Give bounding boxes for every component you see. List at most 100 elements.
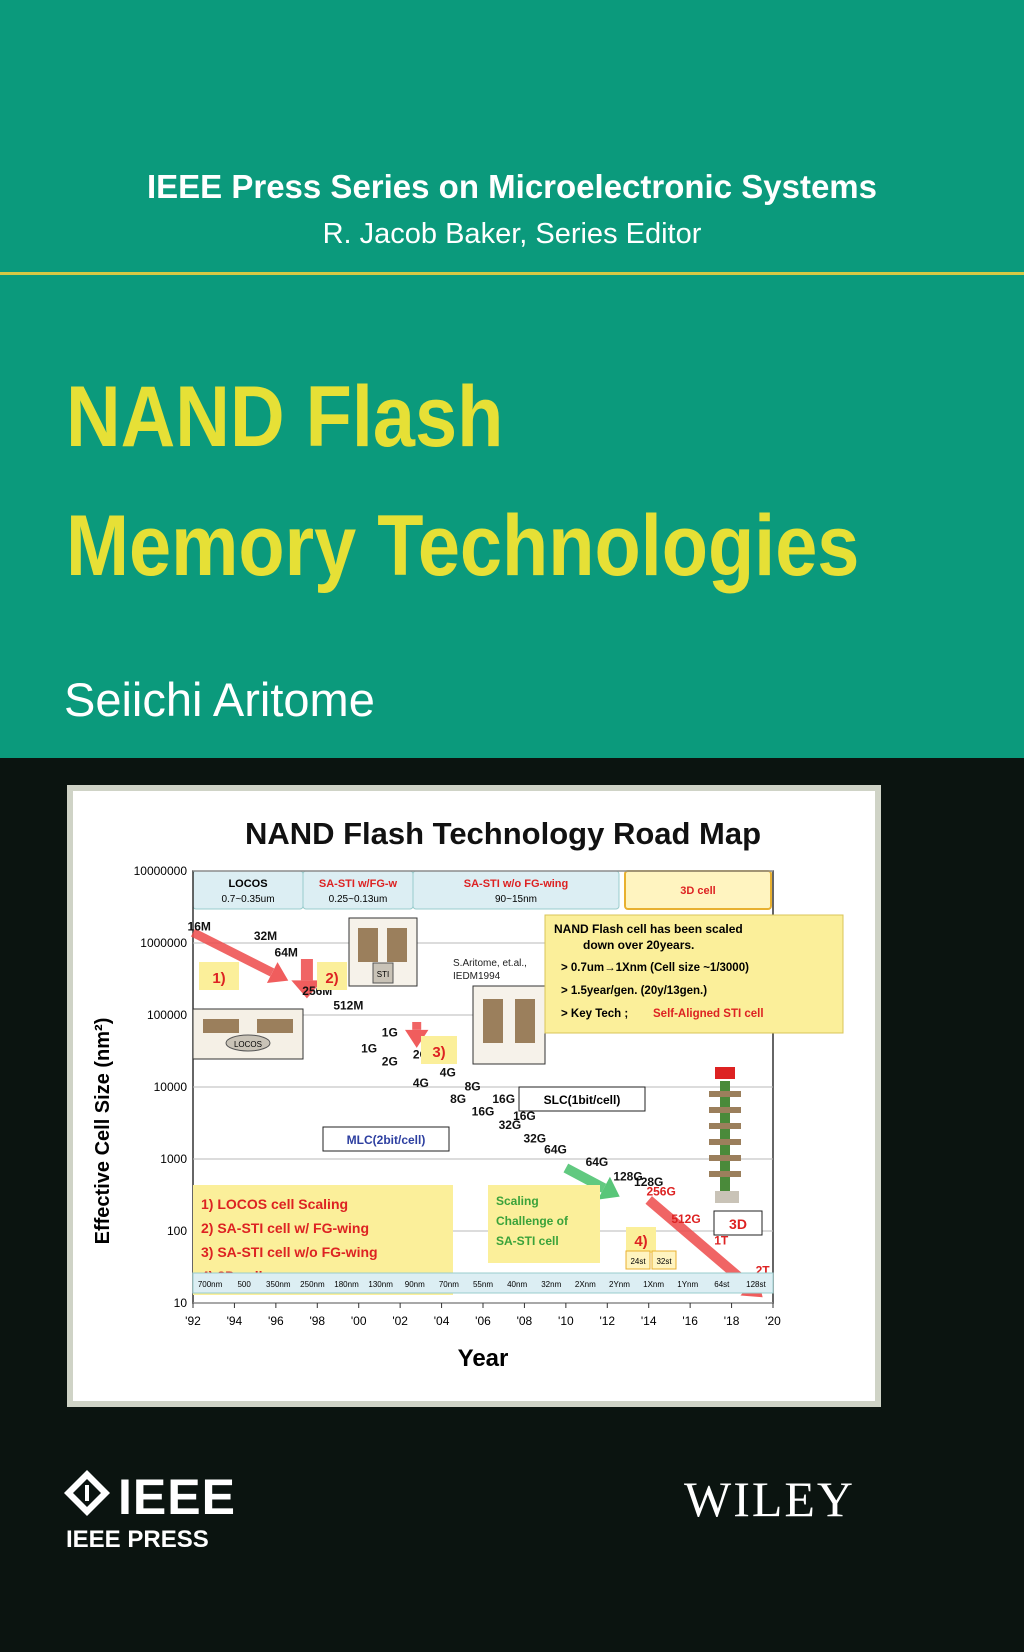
- x-tick-label: '14: [641, 1314, 657, 1328]
- x-tick-label: '00: [351, 1314, 367, 1328]
- arrow-step-1-shaft: [190, 928, 275, 977]
- node-label: 32nm: [541, 1280, 561, 1289]
- wiley-logo: WILEY: [684, 1471, 856, 1527]
- summary-line-1: NAND Flash cell has been scaled: [554, 922, 743, 936]
- x-tick-label: '16: [682, 1314, 698, 1328]
- legend-note-1: 1) LOCOS cell Scaling: [201, 1196, 348, 1212]
- y-tick-label: 10000000: [134, 864, 188, 878]
- y-tick-label: 10: [174, 1296, 188, 1310]
- node-label: 500: [237, 1280, 251, 1289]
- ieee-diamond-icon: [64, 1470, 110, 1516]
- generation-label: 16G: [472, 1105, 495, 1119]
- y-tick-label: 1000000: [140, 936, 187, 950]
- scaling-line-1: Scaling: [496, 1194, 539, 1208]
- generation-label: 16M: [188, 919, 211, 933]
- y-tick-label: 10000: [154, 1080, 188, 1094]
- node-label: 130nm: [368, 1280, 393, 1289]
- summary-line-5a: > Key Tech ;: [561, 1008, 628, 1020]
- node-label: 40nm: [507, 1280, 527, 1289]
- x-tick-label: '92: [185, 1314, 201, 1328]
- generation-label: 512G: [671, 1212, 700, 1226]
- author-name: Seiichi Aritome: [64, 673, 375, 726]
- era-sa-sti-w-name: SA-STI w/FG-w: [319, 878, 398, 890]
- generation-label: 16G: [513, 1109, 536, 1123]
- scaling-challenge-note: Scaling Challenge of SA-STI cell: [488, 1185, 600, 1263]
- generation-label: 4G: [413, 1076, 429, 1090]
- arrow-step-4-shaft: [645, 1196, 753, 1290]
- generation-label: 2G: [382, 1054, 398, 1068]
- node-label: 1Xnm: [643, 1280, 664, 1289]
- legend-note-2: 2) SA-STI cell w/ FG-wing: [201, 1220, 369, 1236]
- scaling-line-2: Challenge of: [496, 1214, 569, 1228]
- three-d-box: [713, 1210, 763, 1236]
- three-d-label: 3D: [729, 1216, 747, 1232]
- slc-box: [518, 1086, 646, 1112]
- node-label: 90nm: [405, 1280, 425, 1289]
- three-d-cell-inset: [709, 1067, 741, 1203]
- chart-title: NAND Flash Technology Road Map: [245, 816, 761, 851]
- sti-inset-label: STI: [377, 970, 389, 979]
- mlc-label: MLC(2bit/cell): [347, 1133, 426, 1147]
- generation-label: 1G: [361, 1042, 377, 1056]
- era-sa-sti-wo-range: 90~15nm: [495, 894, 537, 905]
- era-band: LOCOS 0.7~0.35um SA-STI w/FG-w 0.25~0.13…: [192, 870, 772, 910]
- stack-label: 32st: [656, 1257, 672, 1266]
- generation-label: 8G: [465, 1079, 481, 1093]
- node-label: 180nm: [334, 1280, 359, 1289]
- scaling-line-3: SA-STI cell: [496, 1234, 559, 1248]
- x-tick-label: '10: [558, 1314, 574, 1328]
- mlc-box: [322, 1126, 450, 1152]
- cover-top-panel: IEEE Press Series on Microelectronic Sys…: [0, 0, 1024, 758]
- x-tick-label: '94: [227, 1314, 243, 1328]
- y-tick-label: 1000: [160, 1152, 187, 1166]
- era-3d-name: 3D cell: [680, 885, 715, 897]
- node-label: 2Xnm: [575, 1280, 596, 1289]
- generation-label: 8G: [450, 1092, 466, 1106]
- summary-line-4: > 1.5year/gen. (20y/13gen.): [561, 985, 707, 997]
- series-title: IEEE Press Series on Microelectronic Sys…: [146, 168, 877, 205]
- generation-label: 1T: [714, 1233, 729, 1247]
- generation-label: 256G: [646, 1185, 675, 1199]
- reference-line-2: IEDM1994: [453, 971, 501, 982]
- node-label: 2Ynm: [609, 1280, 630, 1289]
- stack-box: [651, 1250, 677, 1270]
- node-label: 700nm: [198, 1280, 223, 1289]
- y-tick-label: 100: [167, 1224, 187, 1238]
- legend-note-3: 3) SA-STI cell w/o FG-wing: [201, 1244, 378, 1260]
- locos-inset-label: LOCOS: [234, 1040, 262, 1049]
- generation-label: 16G: [492, 1092, 515, 1106]
- book-title-line-1: NAND Flash: [66, 369, 504, 465]
- arrow-step-1-head: [266, 962, 289, 983]
- summary-box: NAND Flash cell has been scaled down ove…: [544, 914, 844, 1034]
- step-3-label: 3): [432, 1044, 445, 1061]
- step-2-box: [317, 962, 347, 990]
- arrow-step-2-head: [291, 980, 323, 999]
- step-2-label: 2): [325, 970, 338, 987]
- node-label: 250nm: [300, 1280, 325, 1289]
- locos-cell-inset: LOCOS: [192, 1008, 304, 1060]
- step-4-box: [626, 1227, 656, 1253]
- ieee-press-label: IEEE PRESS: [66, 1526, 209, 1553]
- x-tick-label: '18: [724, 1314, 740, 1328]
- sti-fg-wing-inset: STI: [348, 917, 418, 987]
- generation-label: 64M: [275, 945, 298, 959]
- node-label: 1Ynm: [677, 1280, 698, 1289]
- summary-line-3: > 0.7um→1Xnm (Cell size ~1/3000): [561, 962, 749, 974]
- arrow-scaling-challenge-head: [597, 1176, 620, 1200]
- x-tick-label: '98: [309, 1314, 325, 1328]
- summary-line-5b: Self-Aligned STI cell: [653, 1008, 764, 1020]
- step-1-box: [199, 962, 239, 990]
- x-tick-label: '12: [599, 1314, 615, 1328]
- roadmap-chart: NAND Flash Technology Road Map LOCOS 0.7…: [92, 816, 844, 1372]
- node-label: 350nm: [266, 1280, 291, 1289]
- generation-label: 512M: [333, 998, 363, 1012]
- node-label: 70nm: [439, 1280, 459, 1289]
- roadmap-figure: NAND Flash Technology Road Map LOCOS 0.7…: [67, 785, 881, 1407]
- generation-label: 128G: [613, 1170, 642, 1184]
- x-tick-label: '02: [392, 1314, 408, 1328]
- stack-box: [625, 1250, 651, 1270]
- generation-label: 32G: [499, 1118, 522, 1132]
